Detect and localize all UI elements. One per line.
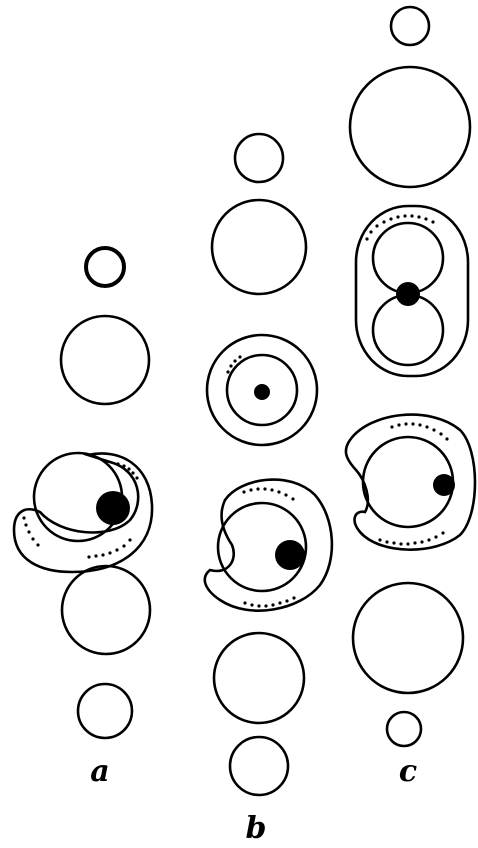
c-crescent-dots-bottom (378, 531, 444, 545)
b-small-circle-top (235, 134, 283, 182)
a-small-circle-top (86, 248, 124, 286)
c-crescent-outline (346, 415, 475, 550)
b-small-circle-bottom (230, 737, 288, 795)
b-nucleus-dot (275, 540, 305, 570)
a-small-circle-bottom (78, 684, 132, 738)
b-circle-upper (212, 200, 306, 294)
c-circle-upper (350, 67, 470, 187)
column-b (205, 134, 332, 795)
label-c: c (399, 754, 417, 789)
a-crescent-outline (14, 453, 152, 572)
c-dividing-cell (356, 206, 468, 376)
c-circle-lower (353, 583, 463, 693)
b-nucleus-dot (254, 384, 270, 400)
label-a: a (90, 754, 109, 789)
a-circle-lower (62, 566, 150, 654)
c-nucleus-dot (396, 282, 420, 306)
column-a (14, 248, 152, 738)
label-b: b (246, 811, 267, 846)
b-crescent-dots-top (242, 487, 294, 500)
c-small-circle-bottom (387, 712, 421, 746)
c-nucleus-dot (433, 474, 455, 496)
b-concentric-cell (207, 335, 317, 445)
a-nucleus-dot (96, 491, 130, 525)
b-circle-lower (214, 633, 304, 723)
column-c (346, 7, 475, 746)
c-crescent-cell (346, 415, 475, 550)
a-dividing-cell (14, 453, 152, 572)
c-small-circle-top (391, 7, 429, 45)
a-dots-left (22, 516, 39, 546)
a-circle-upper (61, 316, 149, 404)
b-crescent-cell (205, 480, 332, 611)
